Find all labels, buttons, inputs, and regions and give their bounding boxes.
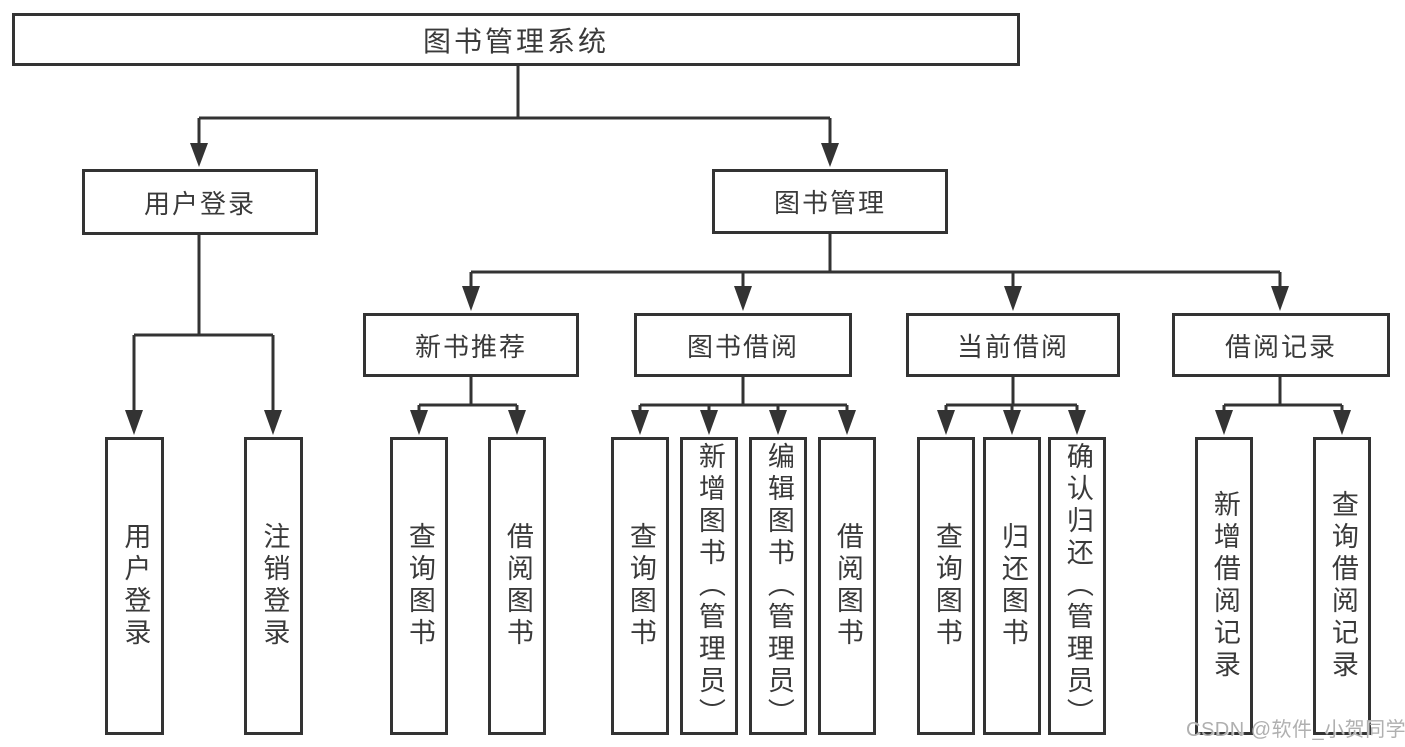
node-label: 查询借阅记录 xyxy=(1327,490,1358,682)
arrowhead-icon xyxy=(1271,286,1289,311)
arrowhead-icon xyxy=(734,286,752,311)
connector-user-login-branch xyxy=(125,234,282,435)
connector-book-borrow xyxy=(631,377,856,435)
node-label: 归还图书 xyxy=(997,522,1028,650)
leaf-logout-login: 注销登录 xyxy=(244,437,303,735)
node-label: 查询图书 xyxy=(625,522,656,650)
node-label: 编辑图书（管理员） xyxy=(763,442,794,730)
connector-current-borrow xyxy=(937,377,1086,435)
node-label: 用户登录 xyxy=(120,522,151,650)
node-label: 查询图书 xyxy=(404,522,435,650)
leaf-nb-query-books: 查询图书 xyxy=(390,437,448,735)
node-label: 新增图书（管理员） xyxy=(694,442,725,730)
leaf-bb-edit-books-admin: 编辑图书（管理员） xyxy=(749,437,807,735)
arrowhead-icon xyxy=(769,410,787,435)
leaf-br-query-record: 查询借阅记录 xyxy=(1313,437,1371,735)
arrowhead-icon xyxy=(462,286,480,311)
node-library-management-system: 图书管理系统 xyxy=(12,13,1020,66)
arrowhead-icon xyxy=(1003,410,1021,435)
arrowhead-icon xyxy=(264,410,282,435)
node-book-borrow: 图书借阅 xyxy=(634,313,852,377)
leaf-bb-borrow-books: 借阅图书 xyxy=(818,437,876,735)
leaf-bb-query-books: 查询图书 xyxy=(611,437,669,735)
connector-root-to-level2 xyxy=(190,65,839,167)
node-label: 当前借阅 xyxy=(956,331,1069,362)
node-label: 注销登录 xyxy=(259,522,290,650)
arrowhead-icon xyxy=(1068,410,1086,435)
node-label: 新书推荐 xyxy=(414,331,527,362)
arrowhead-icon xyxy=(410,410,428,435)
arrowhead-icon xyxy=(631,410,649,435)
arrowhead-icon xyxy=(1333,410,1351,435)
node-current-borrow: 当前借阅 xyxy=(906,313,1120,377)
node-label: 新增借阅记录 xyxy=(1209,490,1240,682)
arrowhead-icon xyxy=(1004,286,1022,311)
node-label: 查询图书 xyxy=(931,522,962,650)
node-label: 借阅图书 xyxy=(832,522,863,650)
node-label: 图书借阅 xyxy=(686,331,799,362)
node-label: 确认归还（管理员） xyxy=(1062,442,1093,730)
watermark: CSDN @软件_小贺同学 xyxy=(1186,719,1405,741)
connector-book-management-branch xyxy=(462,234,1289,311)
leaf-cb-confirm-return-admin: 确认归还（管理员） xyxy=(1048,437,1106,735)
arrowhead-icon xyxy=(1215,410,1233,435)
node-label: 借阅记录 xyxy=(1224,331,1337,362)
arrowhead-icon xyxy=(700,410,718,435)
leaf-user-login: 用户登录 xyxy=(105,437,164,735)
arrowhead-icon xyxy=(508,410,526,435)
node-book-management: 图书管理 xyxy=(712,169,948,234)
arrowhead-icon xyxy=(937,410,955,435)
node-label: 图书管理 xyxy=(773,188,886,218)
node-new-book-recommend: 新书推荐 xyxy=(363,313,579,377)
node-label: 用户登录 xyxy=(143,188,256,219)
node-label: 借阅图书 xyxy=(502,522,533,650)
leaf-nb-borrow-books: 借阅图书 xyxy=(488,437,546,735)
leaf-br-add-record: 新增借阅记录 xyxy=(1195,437,1253,735)
leaf-cb-return-books: 归还图书 xyxy=(983,437,1041,735)
node-label: 图书管理系统 xyxy=(422,25,609,57)
node-user-login: 用户登录 xyxy=(82,169,318,235)
connector-borrow-records xyxy=(1215,377,1351,435)
arrowhead-icon xyxy=(821,143,839,167)
leaf-bb-add-books-admin: 新增图书（管理员） xyxy=(680,437,738,735)
arrowhead-icon xyxy=(125,410,143,435)
connector-new-book-recommend xyxy=(410,377,526,435)
arrowhead-icon xyxy=(838,410,856,435)
leaf-cb-query-books: 查询图书 xyxy=(917,437,975,735)
node-borrow-records: 借阅记录 xyxy=(1172,313,1390,377)
arrowhead-icon xyxy=(190,143,208,167)
